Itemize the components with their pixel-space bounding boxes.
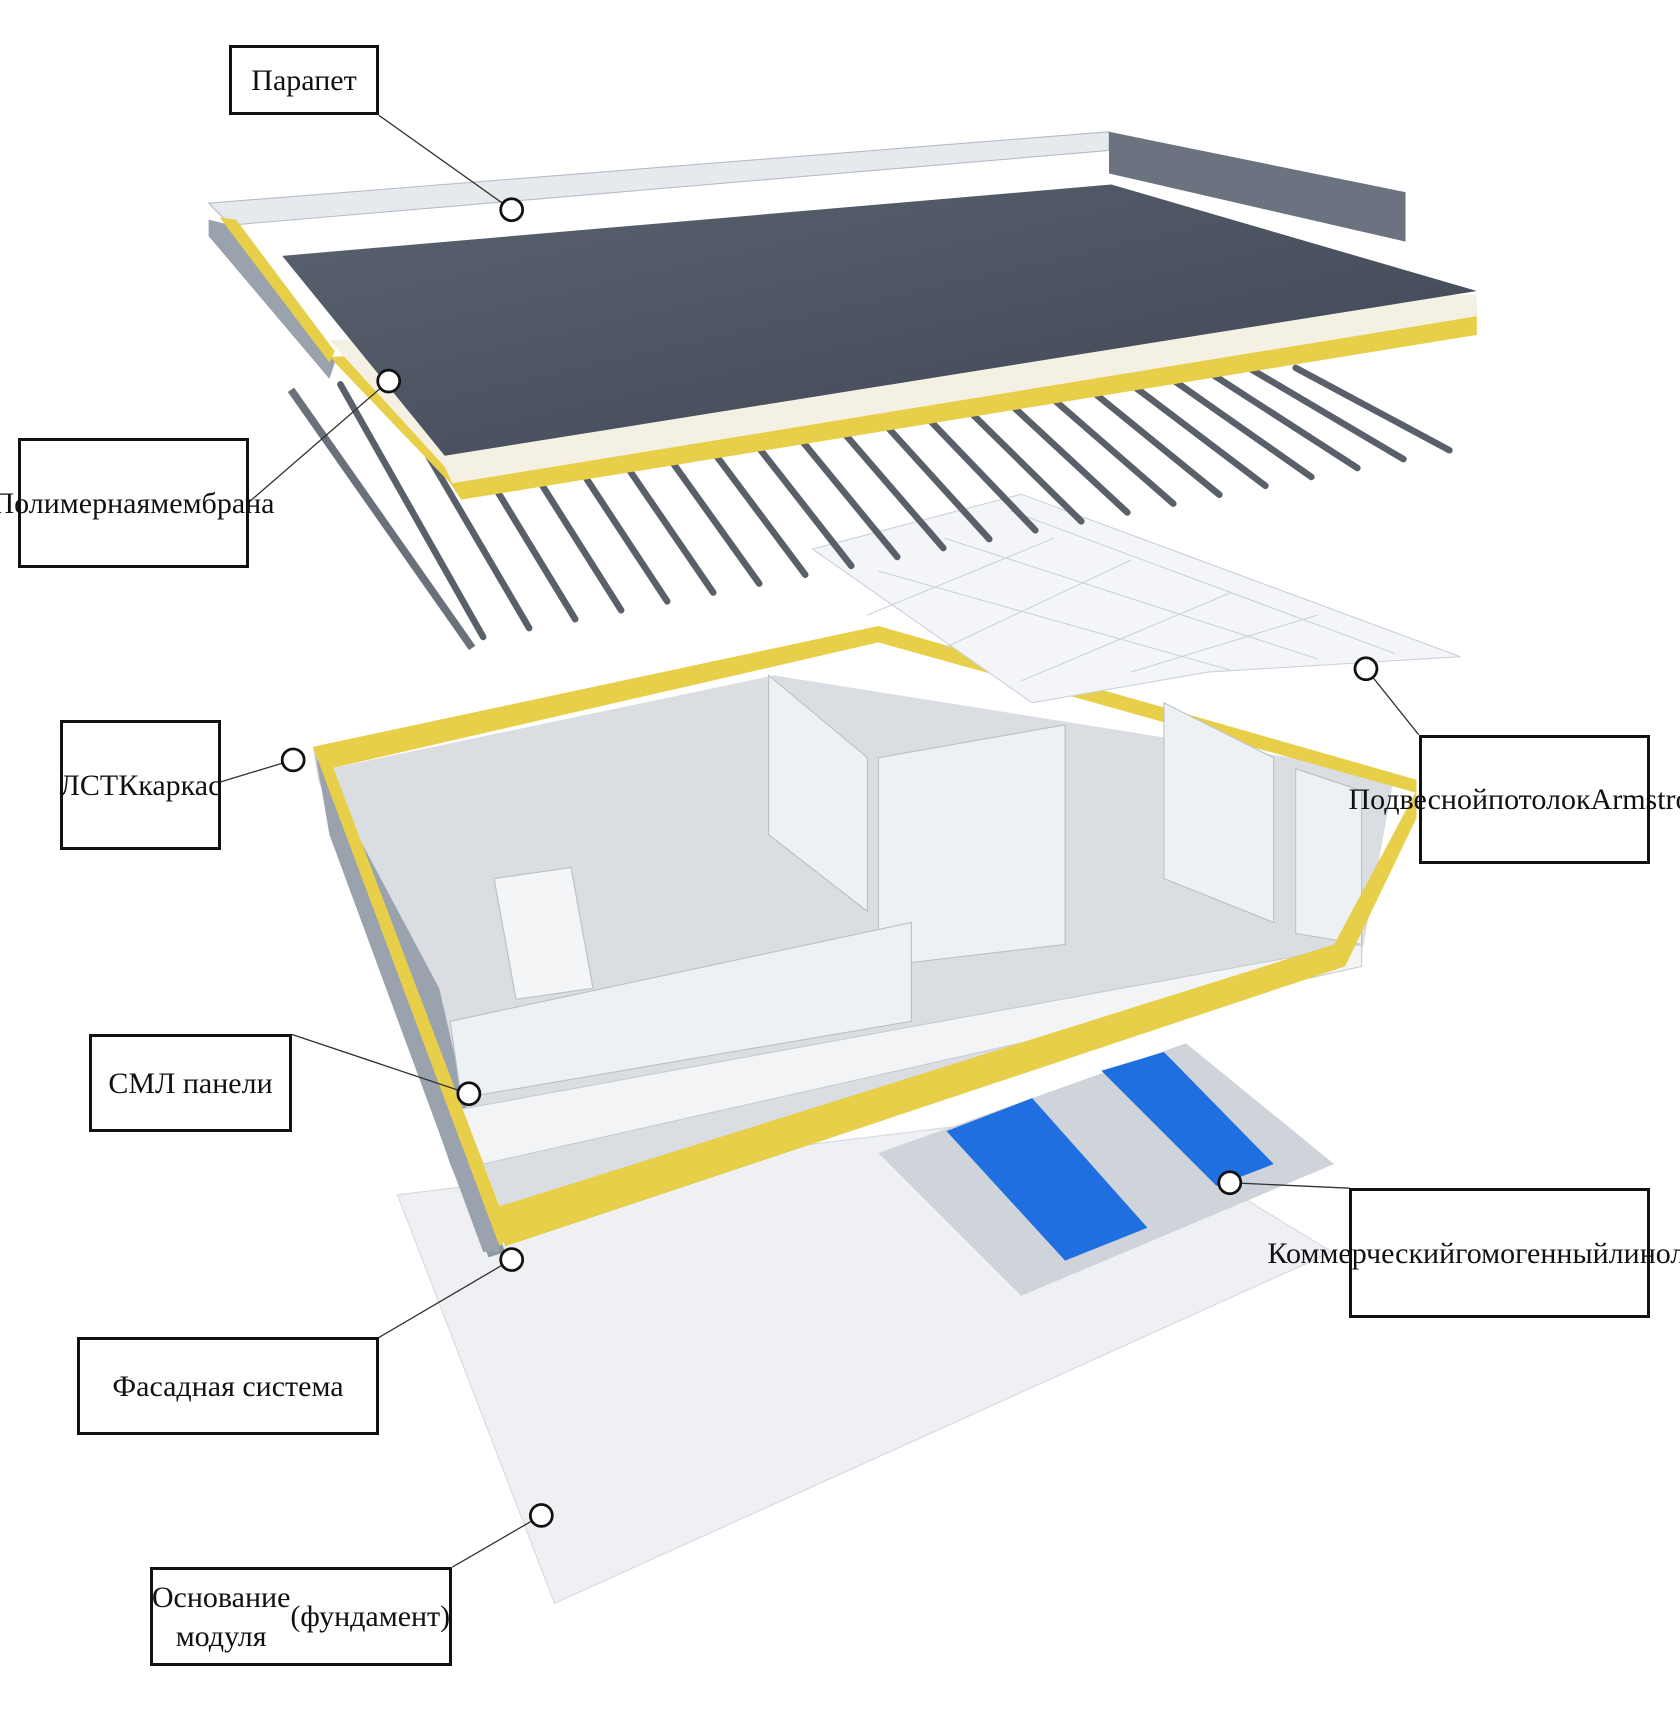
label-sml-panels: СМЛ панели bbox=[89, 1034, 292, 1132]
label-line: Основание модуля bbox=[151, 1580, 291, 1653]
leader-lines bbox=[220, 114, 1420, 1568]
label-line: каркас bbox=[138, 768, 222, 802]
roof-beam bbox=[1155, 366, 1315, 481]
insulation-front-wall bbox=[494, 790, 1417, 1247]
label-module-base: Основание модуля(фундамент) bbox=[150, 1567, 452, 1666]
callout-markers bbox=[280, 197, 1379, 1528]
label-line: Коммерческий bbox=[1267, 1236, 1456, 1270]
label-line: Фасадная система bbox=[112, 1369, 344, 1403]
label-line: Armstrong bbox=[1590, 783, 1680, 816]
label-line: Полимерная bbox=[0, 486, 151, 520]
label-line: линолеум bbox=[1608, 1236, 1680, 1270]
label-suspended-ceiling: ПодвеснойпотолокArmstrong bbox=[1348, 735, 1680, 864]
roof-beam bbox=[1201, 366, 1361, 472]
label-line: СМЛ панели bbox=[108, 1066, 273, 1100]
label-line: Парапет bbox=[251, 63, 357, 97]
label-line: гомогенный bbox=[1455, 1236, 1609, 1270]
label-line: Подвесной bbox=[1348, 783, 1489, 816]
polymer-membrane bbox=[282, 184, 1477, 456]
label-line: (фундамент) bbox=[290, 1600, 451, 1633]
insulation-left-wall bbox=[312, 746, 511, 1247]
interior-partitions bbox=[449, 674, 1363, 1099]
label-linoleum: Коммерческийгомогенныйлинолеум bbox=[1268, 1188, 1680, 1318]
roof-beam bbox=[1246, 365, 1407, 463]
label-line: мембрана bbox=[150, 486, 275, 520]
label-line: потолок bbox=[1488, 783, 1591, 816]
linoleum-layer bbox=[878, 1043, 1335, 1296]
roof-beam bbox=[1292, 364, 1453, 454]
label-parapet: Парапет bbox=[229, 45, 379, 115]
roof-beam bbox=[1110, 367, 1269, 490]
suspended-ceiling bbox=[811, 493, 1461, 704]
label-line: ЛСТК bbox=[59, 768, 139, 802]
label-facade-system: Фасадная система bbox=[77, 1337, 379, 1435]
insulation-back-wall bbox=[312, 625, 1417, 793]
edge-beam bbox=[287, 387, 476, 651]
parapet bbox=[207, 131, 1406, 379]
roof-beam bbox=[337, 381, 487, 641]
